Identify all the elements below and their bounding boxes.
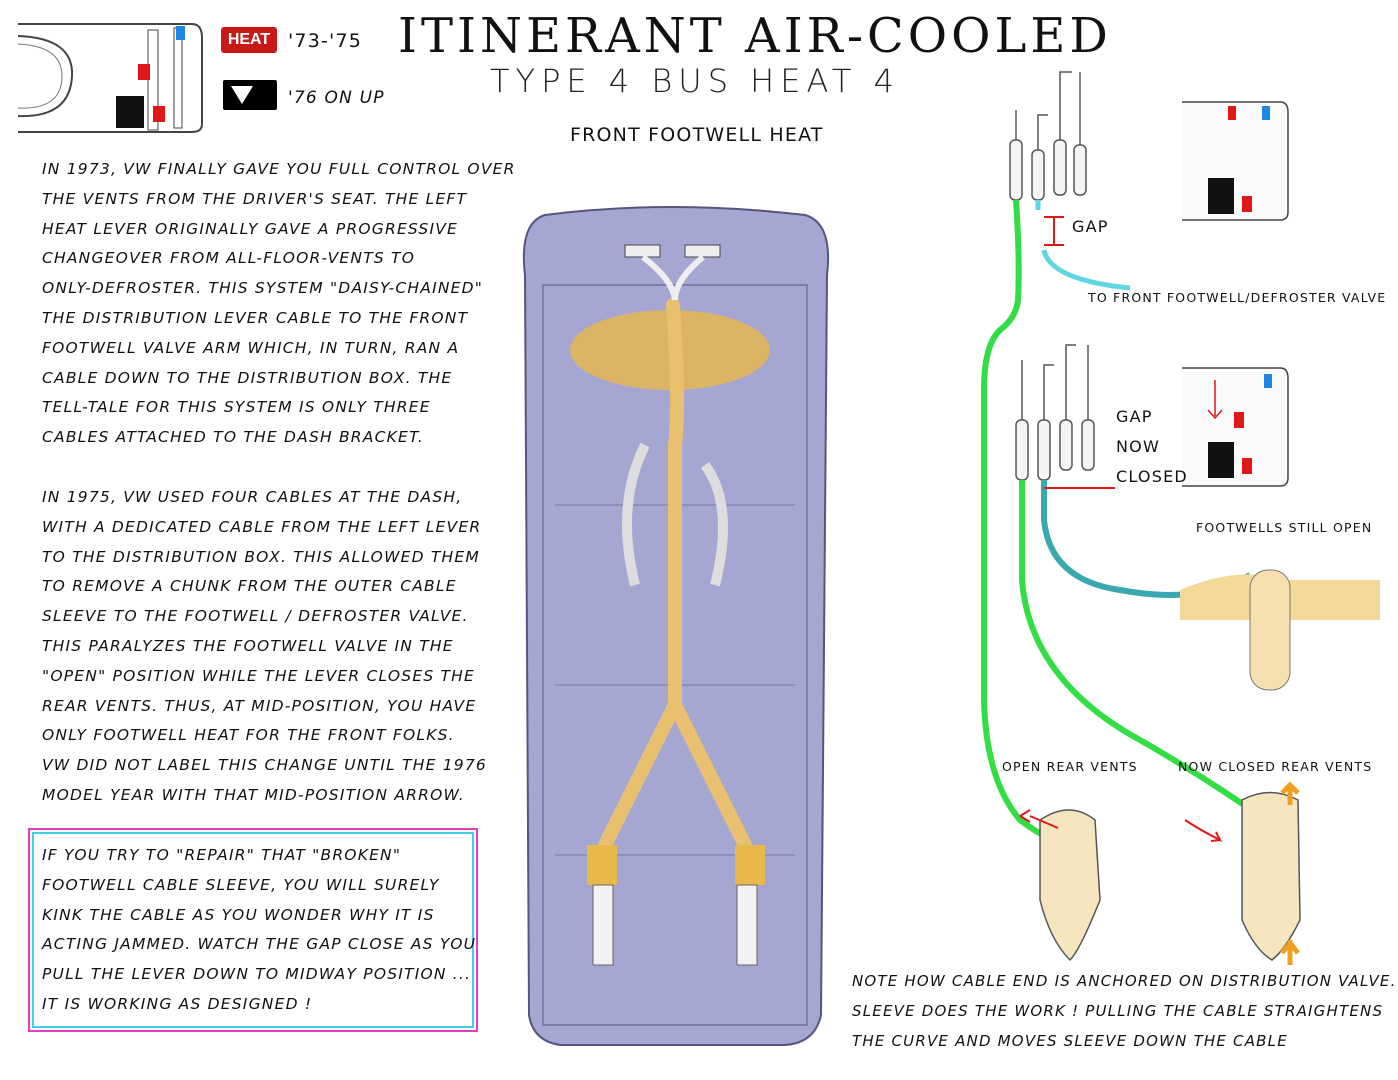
text-line: tell-tale for this system is only three bbox=[42, 398, 431, 417]
text-line: cable down to the distribution box. The bbox=[42, 368, 453, 387]
warning-callout-text: If you try to "repair" that "broken" foot… bbox=[42, 841, 476, 1020]
text-line: the distribution lever cable to the fron… bbox=[42, 308, 469, 327]
text-line: changeover from all-floor-vents to bbox=[42, 249, 416, 268]
section-title: FRONT FOOTWELL HEAT bbox=[570, 124, 824, 146]
now-closed-rear-vents-label: NOW CLOSED REAR VENTS bbox=[1178, 759, 1373, 774]
open-rear-vents-label: OPEN REAR VENTS bbox=[1002, 759, 1138, 774]
text-line: to the distribution box. This allowed th… bbox=[42, 547, 480, 566]
text-line: "open" position while the lever closes t… bbox=[42, 666, 476, 685]
text-line: only footwell heat for the front folks. bbox=[42, 726, 455, 745]
dash-panel-illustration bbox=[17, 23, 203, 133]
bus-xray-illustration bbox=[522, 206, 829, 1046]
text-line: VW did not label this change until the 1… bbox=[42, 756, 487, 775]
text-line: In 1973, VW finally gave you full contro… bbox=[42, 160, 516, 178]
text-line: model year with that mid-position arrow. bbox=[42, 785, 465, 804]
legend-label-76-on: '76 ON UP bbox=[288, 88, 385, 108]
text-line: rear vents. Thus, at mid-position, you h… bbox=[42, 696, 477, 715]
page-title: ITINERANT AIR-COOLED bbox=[398, 8, 1112, 64]
text-line: Sleeve does the work ! Pulling the cable… bbox=[852, 1001, 1384, 1020]
text-line: only-defroster. This system "daisy-chain… bbox=[42, 279, 484, 298]
footwells-still-open-label: FOOTWELLS STILL OPEN bbox=[1196, 520, 1373, 535]
text-line: it is working as designed ! bbox=[42, 994, 313, 1013]
text-line: the curve and moves sleeve down the cabl… bbox=[852, 1031, 1288, 1050]
gap-label: GAP bbox=[1072, 217, 1109, 236]
text-line: cables attached to the dash bracket. bbox=[42, 428, 424, 447]
text-line: In 1975, VW used four cables at the dash… bbox=[42, 488, 463, 506]
text-line: to remove a chunk from the outer cable bbox=[42, 577, 457, 596]
text-line: the vents from the driver's seat. The le… bbox=[42, 189, 468, 208]
text-line: heat lever originally gave a progressive bbox=[42, 219, 459, 238]
heat-badge: HEAT bbox=[221, 27, 277, 53]
page-subtitle: TYPE 4 BUS HEAT 4 bbox=[490, 62, 900, 100]
text-line: with a dedicated cable from the left lev… bbox=[42, 517, 482, 536]
text-line: footwell valve arm which, in turn, ran a bbox=[42, 338, 460, 357]
text-line: pull the lever down to midway position .… bbox=[42, 965, 472, 984]
to-front-valve-label: TO FRONT FOOTWELL/DEFROSTER VALVE bbox=[1088, 290, 1387, 305]
text-line: footwell cable sleeve, you will surely bbox=[42, 875, 440, 894]
legend-label-73-75: '73-'75 bbox=[288, 30, 363, 52]
distribution-valve-note: Note how cable end is anchored on distri… bbox=[852, 967, 1397, 1056]
text-line: acting jammed. Watch the gap close as yo… bbox=[42, 935, 477, 954]
text-line: If you try to "repair" that "broken" bbox=[42, 846, 402, 864]
paragraph-1973: In 1973, VW finally gave you full contro… bbox=[42, 155, 516, 453]
paragraph-1975: In 1975, VW used four cables at the dash… bbox=[42, 483, 487, 811]
warning-callout-box bbox=[28, 828, 478, 1032]
cable-diagram bbox=[981, 71, 1380, 965]
text-line: sleeve to the footwell / defroster valve… bbox=[42, 607, 469, 626]
arrow-down-icon bbox=[223, 80, 277, 110]
text-line: This paralyzes the footwell valve in the bbox=[42, 636, 454, 655]
text-line: Note how cable end is anchored on distri… bbox=[852, 972, 1397, 990]
text-line: kink the cable as you wonder why it is bbox=[42, 905, 435, 924]
